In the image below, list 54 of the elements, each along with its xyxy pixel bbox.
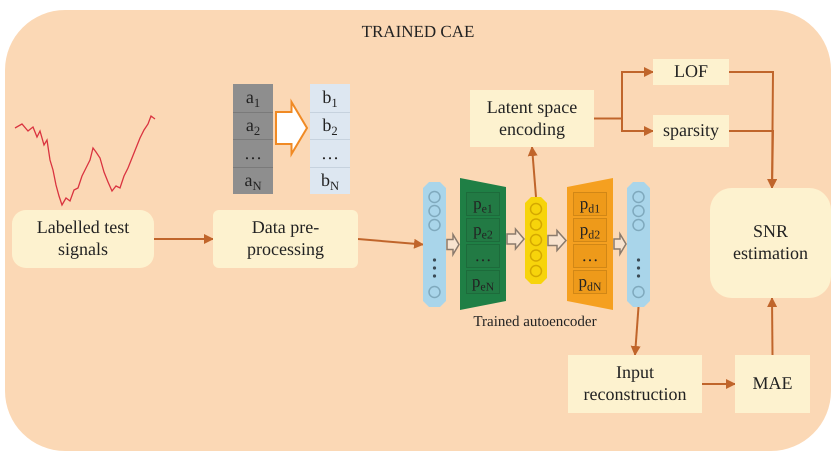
box-label: sparsity	[663, 120, 719, 142]
decoder-block	[567, 178, 613, 310]
parameter-label: …	[474, 246, 492, 266]
neuron-layer	[525, 197, 547, 284]
panel-title: TRAINED CAE	[360, 22, 476, 42]
vector-element: …	[321, 142, 339, 164]
process-box	[12, 210, 154, 268]
encoder-block	[460, 178, 506, 310]
process-box	[213, 210, 358, 268]
hollow-arrow	[506, 226, 525, 252]
component-caption: Trained autoencoder	[472, 314, 598, 331]
parameter-label: …	[582, 246, 598, 266]
neuron-layer	[423, 182, 446, 307]
parameter-label: p$_{eN}$	[472, 272, 494, 292]
box-label: Data pre-processing	[246, 217, 325, 261]
hollow-arrow	[446, 232, 460, 258]
box-label: Input reconstruction	[582, 362, 688, 406]
box-label: LOF	[674, 61, 708, 83]
hollow-arrow	[613, 231, 627, 257]
box-label: Latent space encoding	[486, 96, 578, 140]
process-box	[470, 90, 594, 147]
vector-element: a$_{2}$	[246, 115, 260, 136]
process-box	[568, 355, 702, 413]
parameter-label: p$_{e1}$	[473, 194, 493, 214]
vector-column	[233, 84, 273, 194]
vector-element: a$_{N}$	[244, 170, 262, 192]
vector-element: b$_{1}$	[322, 87, 338, 108]
vector-column	[310, 84, 350, 194]
arrow	[767, 297, 778, 356]
system-panel	[5, 10, 831, 451]
metric-box	[735, 355, 810, 413]
arrow	[358, 238, 424, 249]
parameter-label: p$_{dN}$	[578, 272, 602, 292]
arrow	[528, 146, 538, 198]
box-label: MAE	[752, 373, 792, 395]
parameter-label: p$_{d1}$	[580, 194, 600, 214]
metric-box	[653, 59, 729, 85]
box-label: Labelled test signals	[36, 217, 130, 261]
metric-box	[653, 115, 729, 147]
arrow	[729, 130, 778, 189]
parameter-label: p$_{d2}$	[580, 220, 600, 240]
vector-element: b$_{2}$	[322, 115, 338, 136]
vector-element: …	[244, 142, 262, 164]
vector-element: b$_{N}$	[320, 170, 340, 192]
arrow	[630, 306, 641, 356]
parameter-label: p$_{e2}$	[473, 220, 493, 240]
box-label: SNR estimation	[732, 221, 809, 265]
neuron-layer	[627, 182, 650, 307]
hollow-arrow	[275, 98, 308, 158]
arrow	[702, 379, 736, 389]
vector-element: a$_{1}$	[246, 87, 260, 108]
estimation-box	[710, 188, 831, 298]
arrow	[154, 234, 214, 244]
hollow-arrow	[547, 228, 567, 252]
